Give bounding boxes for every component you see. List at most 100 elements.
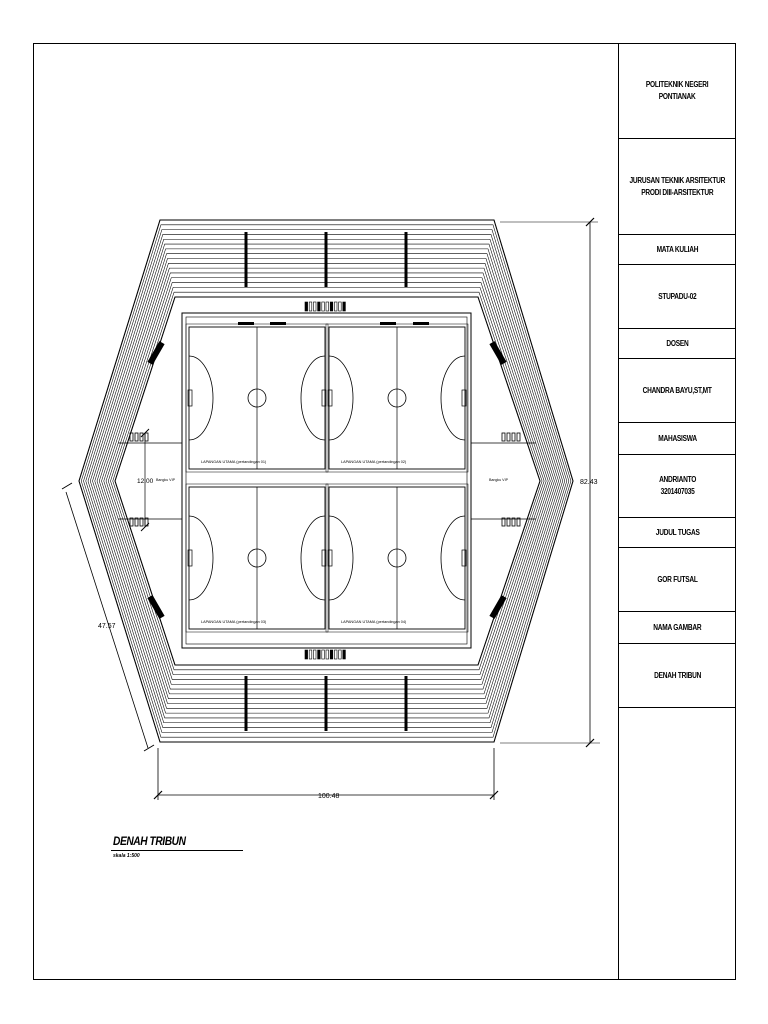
court-penalty-arc [328, 355, 354, 441]
court-center-circle [247, 548, 267, 568]
side-entrance-marker [317, 301, 321, 312]
entrance-marker [134, 432, 139, 442]
student-value: ANDRIANTO 3201407035 [658, 475, 697, 496]
aisle-bar [244, 676, 248, 731]
drawing-sheet-border [33, 43, 736, 980]
side-entrance-marker [308, 649, 313, 660]
task-value-cell: GOR FUTSAL [619, 548, 736, 612]
court-penalty-arc [440, 355, 466, 441]
course-value-cell: STUPADU-02 [619, 265, 736, 329]
lecturer-label: DOSEN [666, 338, 689, 348]
aisle-bar [324, 676, 328, 731]
course-label: MATA KULIAH [656, 244, 699, 254]
court-penalty-arc [188, 515, 214, 601]
court-goal [327, 549, 333, 567]
court-label: LAPANGAN UTAMA (pertandingan 01) [201, 460, 267, 464]
tribune-ring [83, 229, 570, 733]
student-value-cell: ANDRIANTO 3201407035 [619, 455, 736, 518]
tribune-ring [112, 291, 543, 671]
lecturer-label-cell: DOSEN [619, 329, 736, 359]
aisle-bar [404, 676, 408, 731]
tribune-ring [114, 296, 541, 666]
tribune-ring [96, 258, 557, 704]
side-entrance-marker [325, 649, 329, 660]
student-label-cell: MAHASISWA [619, 423, 736, 455]
aisle-block [147, 341, 165, 365]
side-entrance-marker [334, 301, 338, 312]
court-penalty-arc [188, 355, 214, 441]
court-penalty-arc [328, 515, 354, 601]
arena-floor [181, 312, 472, 649]
side-entrance-marker [317, 649, 321, 660]
tribune-ring [94, 253, 559, 709]
tribune-seating-rings [78, 219, 574, 743]
tribune-ring [92, 248, 561, 714]
entrance-marker [511, 517, 516, 527]
court-penalty-arc [440, 515, 466, 601]
entrance-marker [511, 432, 516, 442]
aisle-block [147, 595, 165, 619]
court-penalty-arc [300, 355, 326, 441]
tribune-aisles [118, 232, 536, 731]
task-label-cell: JUDUL TUGAS [619, 518, 736, 548]
court-center-circle [387, 388, 407, 408]
tribune-ring [78, 219, 574, 743]
entrance-marker [139, 432, 144, 442]
court-goal [187, 389, 193, 407]
entrance-marker [516, 432, 521, 442]
side-entrance-marker [313, 649, 317, 660]
dim-side-label: 47.57 [98, 623, 116, 630]
drawing-label: NAMA GAMBAR [653, 622, 702, 632]
court-goal [461, 549, 467, 567]
side-entrance-marker [304, 301, 308, 312]
drawing-label-cell: NAMA GAMBAR [619, 612, 736, 644]
tribune-ring [107, 282, 547, 680]
entrance-marker [139, 517, 144, 527]
aisle-block [489, 341, 507, 365]
side-entrance-marker [308, 301, 313, 312]
futsal-courts: LAPANGAN UTAMA (pertandingan 01) LAPANGAN… [185, 323, 469, 633]
entrance-marker [129, 517, 134, 527]
dimension-lines: 100.48 82.43 47.57 12.00 Bangku VIP Bang… [61, 217, 600, 800]
tribune-ring [85, 234, 568, 728]
futsal-court: LAPANGAN UTAMA (pertandingan 02) [325, 323, 469, 473]
court-goal [461, 389, 467, 407]
arena-inner-edge [185, 316, 468, 645]
tribune-ring [98, 263, 555, 699]
bench-marker [238, 322, 254, 325]
side-entrance-marker [304, 649, 308, 660]
task-label: JUDUL TUGAS [655, 527, 700, 537]
court-runoff [325, 323, 469, 473]
tribune-ring [80, 224, 572, 738]
aisle-block [489, 595, 507, 619]
court-penalty-arc [300, 515, 326, 601]
tribune-ring [110, 287, 545, 675]
side-entrance-marker [338, 301, 342, 312]
tribune-ring [101, 267, 553, 695]
course-label-cell: MATA KULIAH [619, 235, 736, 265]
entrance-marker [501, 432, 506, 442]
court-label: LAPANGAN UTAMA (pertandingan 03) [201, 620, 267, 624]
court-goal [327, 389, 333, 407]
dim-entrance-label: 12.00 [137, 478, 154, 485]
lecturer-value-cell: CHANDRA BAYU,ST,MT [619, 359, 736, 423]
side-entrance-marker [329, 301, 334, 312]
entrance-marker [501, 517, 506, 527]
court-label: LAPANGAN UTAMA (pertandingan 04) [341, 620, 407, 624]
court-center-circle [387, 548, 407, 568]
side-entrance-marker [329, 649, 334, 660]
bench-marker [413, 322, 429, 325]
department-name: JURUSAN TEKNIK ARSITEKTUR PRODI DIII-ARS… [629, 175, 726, 197]
lecturer-value: CHANDRA BAYU,ST,MT [642, 385, 713, 395]
drawing-value-cell: DENAH TRIBUN [619, 644, 736, 708]
aisle-bar [324, 232, 328, 287]
caption-underline [111, 850, 243, 851]
drawing-value: DENAH TRIBUN [654, 670, 701, 680]
department-cell: JURUSAN TEKNIK ARSITEKTUR PRODI DIII-ARS… [619, 139, 736, 235]
dim-height-label: 82.43 [580, 479, 598, 486]
institution-cell: POLITEKNIK NEGERI PONTIANAK [619, 43, 736, 139]
entrance-marker [134, 517, 139, 527]
caption-scale: skala 1:500 [113, 853, 140, 859]
side-entrance-marker [325, 301, 329, 312]
entrance-marker [129, 432, 134, 442]
